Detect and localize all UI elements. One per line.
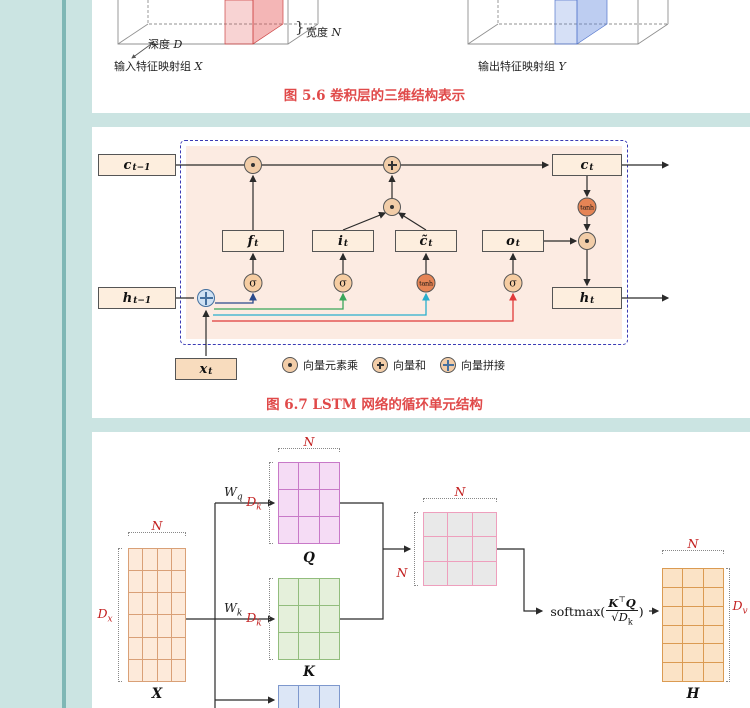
wq-label: Wq bbox=[224, 484, 243, 503]
dim-n-x-label: N bbox=[151, 518, 163, 533]
output-feature-map-label: 输出特征映射组 Y bbox=[478, 60, 566, 73]
matrix-k-label: K bbox=[303, 664, 315, 680]
dim-bracket bbox=[278, 448, 340, 452]
width-brace: } bbox=[295, 18, 305, 36]
tanh-gate-icon: tanh bbox=[577, 197, 597, 217]
legend-item: 向量元素乘 bbox=[282, 357, 358, 373]
legend-item: 向量和 bbox=[372, 357, 426, 373]
matrix-q bbox=[278, 462, 340, 544]
width-label: 宽度 N bbox=[306, 26, 342, 39]
dim-dk-k-label: Dk bbox=[246, 610, 262, 629]
page-edge-strip bbox=[62, 0, 66, 708]
softmax-formula: softmax(K⊤Q√Dk) bbox=[550, 595, 644, 627]
matrix-v bbox=[278, 685, 340, 708]
lstm-legend: 向量元素乘 向量和 向量拼接 bbox=[282, 357, 505, 373]
circle-concat-icon bbox=[440, 357, 456, 373]
dim-bracket bbox=[726, 568, 730, 682]
dim-n-score-top-label: N bbox=[454, 484, 466, 499]
figure-attention-panel: N Dx X Wq Wk N Dk Q Dk K N N softmax(K⊤Q… bbox=[92, 432, 750, 708]
dim-n-h-label: N bbox=[687, 536, 699, 551]
conv3d-diagram bbox=[117, 0, 669, 59]
tanh-gate-icon: tanh bbox=[416, 273, 436, 293]
dim-n-q-label: N bbox=[303, 434, 315, 449]
lstm-cell-dashed-border bbox=[180, 140, 628, 345]
matrix-score bbox=[423, 512, 497, 586]
sigma-gate-icon: σ bbox=[243, 273, 263, 293]
dim-bracket bbox=[269, 578, 273, 660]
circle-dot-icon bbox=[282, 357, 298, 373]
dim-dx-label: Dx bbox=[97, 606, 113, 625]
figure-5-6-caption: 图 5.6 卷积层的三维结构表示 bbox=[283, 88, 466, 104]
matrix-h-label: H bbox=[686, 686, 700, 702]
matrix-x-label: X bbox=[151, 686, 163, 702]
dim-dv-label: Dv bbox=[732, 598, 748, 617]
depth-label: 深度 D bbox=[148, 38, 183, 51]
dim-n-score-left-label: N bbox=[396, 565, 408, 580]
matrix-h bbox=[662, 568, 724, 682]
dim-dk-q-label: Dk bbox=[246, 494, 262, 513]
dim-bracket bbox=[414, 512, 418, 586]
matrix-q-label: Q bbox=[303, 550, 315, 566]
sigma-gate-icon: σ bbox=[333, 273, 353, 293]
lstm-wiring bbox=[176, 161, 670, 356]
matrix-k bbox=[278, 578, 340, 660]
wk-label: Wk bbox=[224, 600, 243, 619]
elementwise-multiply-icon bbox=[578, 232, 596, 250]
dim-bracket bbox=[118, 548, 122, 682]
lstm-candidate-box: c̃t bbox=[395, 230, 457, 252]
dim-bracket bbox=[423, 498, 497, 502]
vector-add-icon bbox=[383, 156, 401, 174]
elementwise-multiply-icon bbox=[383, 198, 401, 216]
dim-bracket bbox=[128, 532, 186, 536]
figure-5-6-panel: 深度 D } 宽度 N 输入特征映射组 X 输出特征映射组 Y 图 5.6 卷积… bbox=[92, 0, 750, 113]
sigma-gate-icon: σ bbox=[503, 273, 523, 293]
input-feature-map-label: 输入特征映射组 X bbox=[114, 60, 203, 73]
legend-item: 向量拼接 bbox=[440, 357, 505, 373]
figure-6-7-caption: 图 6.7 LSTM 网络的循环单元结构 bbox=[266, 397, 483, 413]
elementwise-multiply-icon bbox=[244, 156, 262, 174]
attention-wiring bbox=[186, 499, 660, 708]
dim-bracket bbox=[269, 462, 273, 544]
vector-concat-icon bbox=[197, 289, 215, 307]
matrix-x bbox=[128, 548, 186, 682]
dim-bracket bbox=[662, 550, 724, 554]
circle-plus-icon bbox=[372, 357, 388, 373]
